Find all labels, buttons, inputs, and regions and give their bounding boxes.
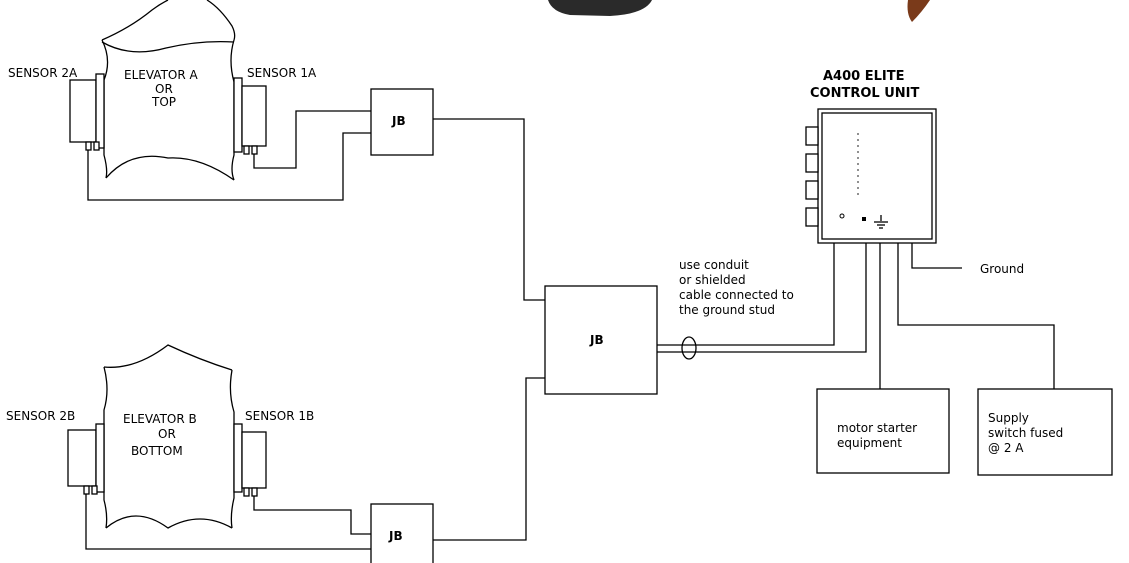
photo-fragment-dark [548,0,652,16]
sensor-2a-body [69,79,97,143]
sensor-1b-body [241,431,267,489]
sensor-2b-body [67,429,97,487]
supply-line-3: @ 2 A [988,441,1024,455]
elevator-b-title-1: ELEVATOR B [123,412,197,426]
elevator-a [69,0,267,181]
control-unit [805,108,937,244]
cable-note-line-1: use conduit [679,258,749,272]
junction-box-middle-label: JB [589,333,604,347]
supply-line-1: Supply [988,411,1029,425]
photo-fragment-brown [907,0,930,22]
junction-box-middle [544,285,658,395]
ground-stud-icon [874,215,888,229]
sensor-2b-label: SENSOR 2B [6,409,75,423]
motor-starter-line-1: motor starter [837,421,917,435]
motor-starter-box [816,388,950,474]
supply-box [977,388,1113,476]
control-unit-title-2: CONTROL UNIT [810,86,919,101]
junction-box-top-label: JB [391,114,406,128]
junction-box-bottom-label: JB [388,529,403,543]
elevator-a-title-2: OR [155,82,173,96]
junction-box-top [370,88,434,156]
sensor-1a-label: SENSOR 1A [247,66,317,80]
sensor-2a-label: SENSOR 2A [8,66,78,80]
elevator-b-title-3: BOTTOM [131,444,183,458]
control-unit-title-1: A400 ELITE [823,69,904,84]
elevator-a-title-1: ELEVATOR A [124,68,198,82]
sensor-1b-label: SENSOR 1B [245,409,314,423]
ground-label: Ground [980,262,1024,276]
elevator-a-title-3: TOP [151,95,176,109]
cable-note-line-4: the ground stud [679,303,775,317]
motor-starter-line-2: equipment [837,436,902,450]
cable-note-line-2: or shielded [679,273,746,287]
supply-line-2: switch fused [988,426,1063,440]
junction-box-bottom [370,503,434,563]
cable-note-line-3: cable connected to [679,288,794,302]
shield-ring-icon [681,336,697,360]
elevator-b [67,344,267,529]
sensor-1a-body [241,85,267,147]
elevator-b-title-2: OR [158,427,176,441]
